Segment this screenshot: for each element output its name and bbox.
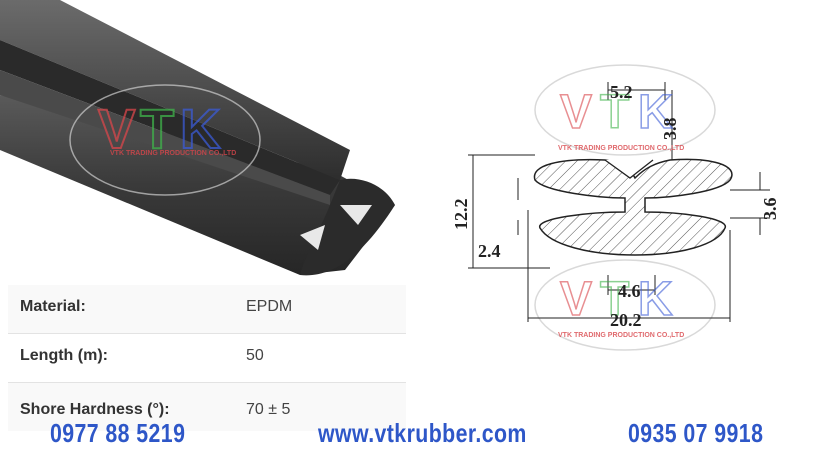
- svg-text:K: K: [638, 86, 673, 139]
- dim-height: 12.2: [451, 199, 471, 231]
- spec-label: Shore Hardness (°):: [20, 401, 170, 418]
- spec-row-hardness: Shore Hardness (°): 70 ± 5: [8, 383, 406, 431]
- svg-text:T: T: [140, 97, 174, 160]
- spec-value: 70 ± 5: [246, 401, 291, 418]
- spec-table: Material: EPDM Length (m): 50 Shore Hard…: [8, 285, 406, 431]
- website-link[interactable]: www.vtkrubber.com: [318, 418, 527, 448]
- dim-top-depth: 3.8: [660, 118, 680, 141]
- dim-top-width: 5.2: [610, 82, 633, 102]
- spec-label: Material:: [20, 298, 86, 315]
- spec-label: Length (m):: [20, 347, 108, 364]
- svg-text:K: K: [180, 97, 220, 160]
- dim-bottom-gap: 2.4: [478, 241, 501, 261]
- cross-section-diagram: V T K V T K 5.2 3.8 12.2 3.6 2.4 4.6 20.…: [451, 64, 780, 351]
- phone-right[interactable]: 0935 07 9918: [628, 418, 764, 448]
- watermark-company-left: VTK TRADING PRODUCTION CO.,LTD: [110, 150, 237, 157]
- svg-text:V: V: [560, 86, 592, 139]
- svg-text:T: T: [600, 86, 629, 139]
- watermark-company-bottom: VTK TRADING PRODUCTION CO.,LTD: [558, 332, 685, 339]
- contact-footer: 0977 88 5219 www.vtkrubber.com 0935 07 9…: [0, 416, 818, 450]
- svg-text:K: K: [638, 273, 673, 326]
- technical-drawing: V T K V T K 5.2 3.8 12.2 3.6 2.4 4.6 20.…: [440, 60, 818, 360]
- dim-stem-width: 4.6: [618, 281, 641, 301]
- spec-row-material: Material: EPDM: [8, 285, 406, 334]
- svg-text:T: T: [600, 273, 629, 326]
- watermark-v: V: [98, 97, 135, 160]
- spec-row-length: Length (m): 50: [8, 334, 406, 383]
- dim-total-width: 20.2: [610, 310, 642, 330]
- dim-lip-thickness: 3.6: [760, 198, 780, 221]
- spec-value: EPDM: [246, 298, 293, 315]
- svg-text:V: V: [560, 273, 592, 326]
- phone-left[interactable]: 0977 88 5219: [50, 418, 186, 448]
- product-photo: V T K VTK TRADING PRODUCTION CO.,LTD: [0, 0, 420, 285]
- rubber-profile-render: V T K: [0, 0, 395, 276]
- spec-value: 50: [246, 347, 264, 364]
- watermark-company-top: VTK TRADING PRODUCTION CO.,LTD: [558, 145, 685, 152]
